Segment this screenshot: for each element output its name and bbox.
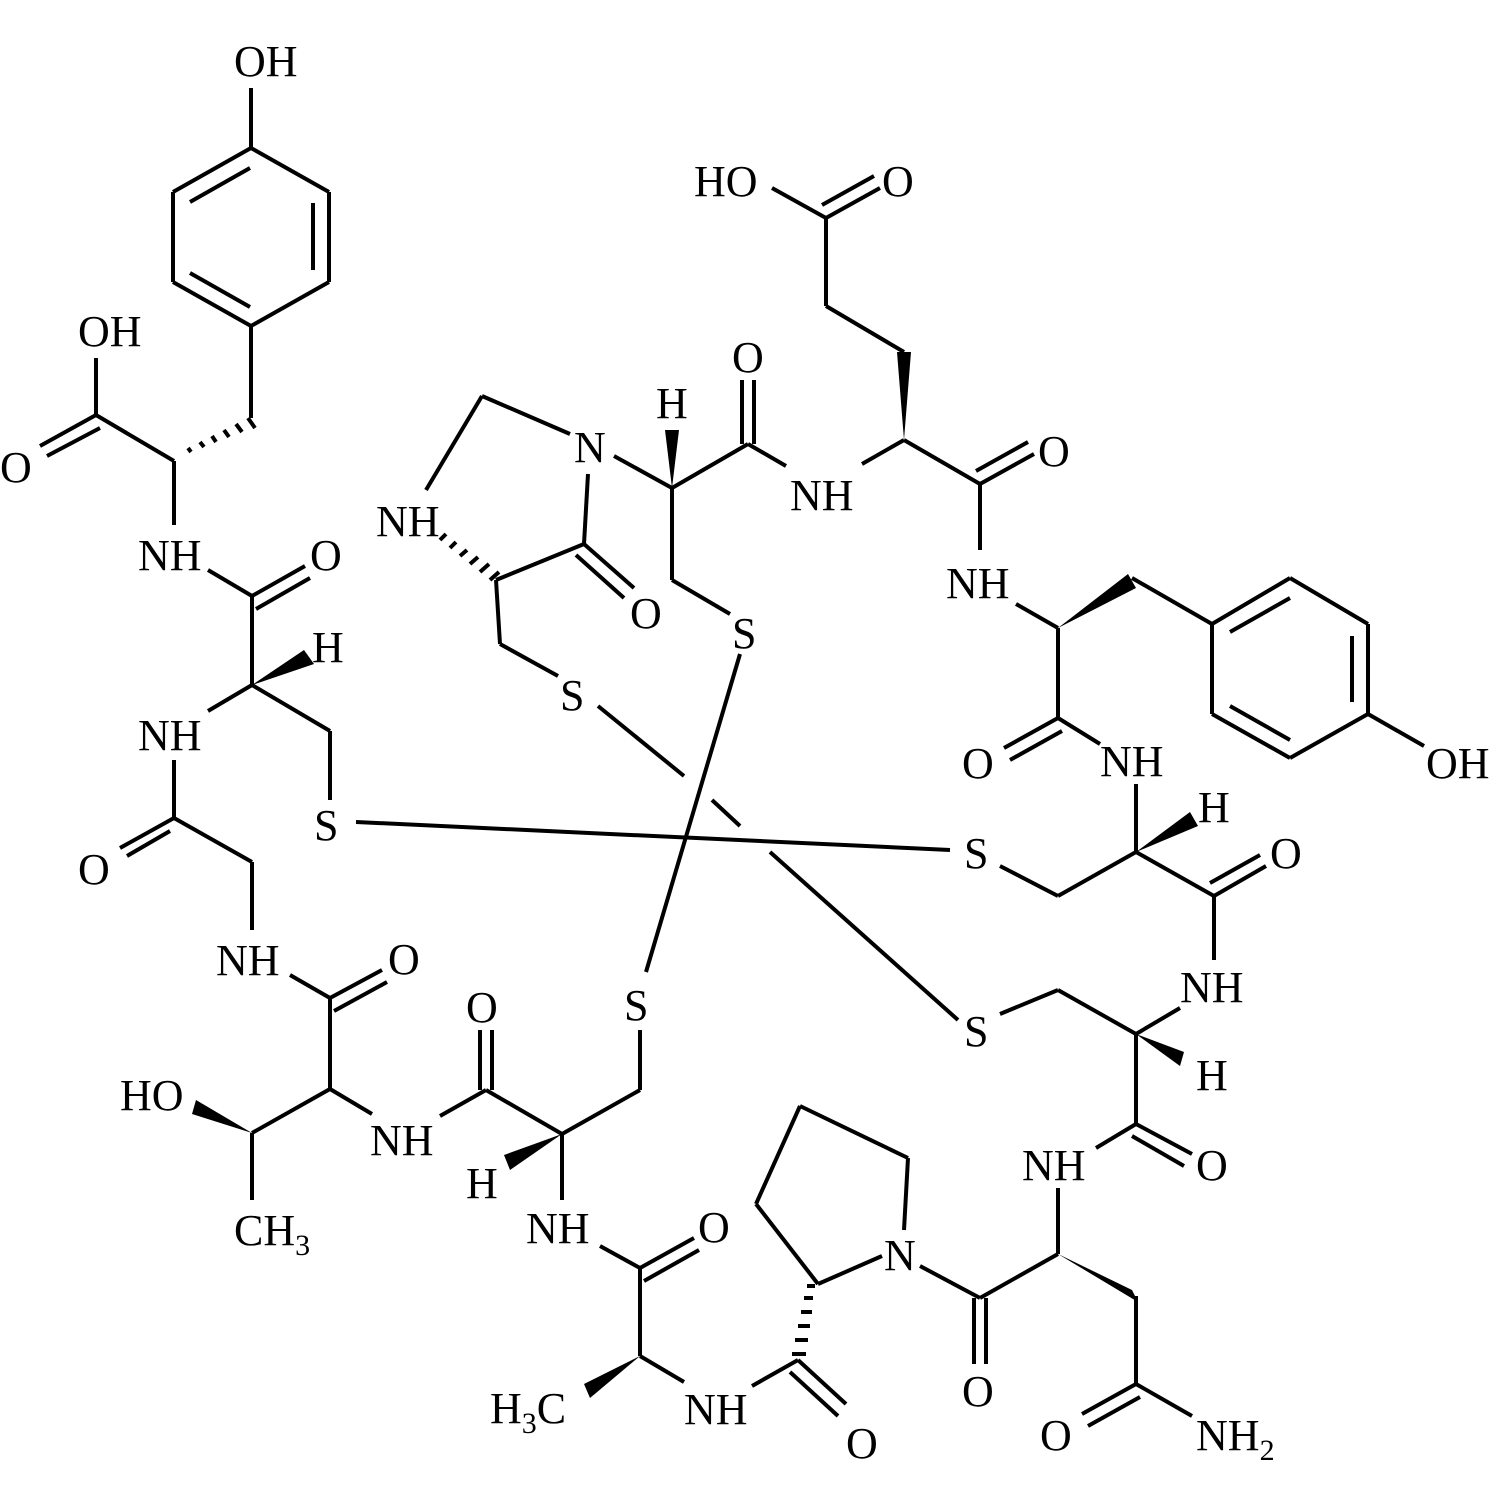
- label-o: O: [732, 333, 764, 382]
- wedge-bond: [1058, 1254, 1138, 1302]
- hash-bond: [186, 416, 257, 454]
- label-nh: NH: [526, 1204, 590, 1253]
- label-nh: NH: [1022, 1141, 1086, 1190]
- wedge-bond: [584, 1356, 640, 1398]
- label-o: O: [466, 983, 498, 1032]
- label-o: O: [1040, 1411, 1072, 1460]
- label-nh: NH: [370, 1116, 434, 1165]
- glutamate: NH HO O O: [670, 157, 982, 520]
- left-backbone: NH O H S NH O NH O: [78, 531, 420, 1089]
- label-nh2: NH2: [1196, 1411, 1275, 1467]
- label-o: O: [1270, 829, 1302, 878]
- label-o: O: [388, 935, 420, 984]
- label-ho: HO: [694, 157, 758, 206]
- label-s: S: [964, 1007, 988, 1056]
- wedge-bond: [252, 650, 314, 685]
- label-o: O: [882, 157, 914, 206]
- label-h: H: [1198, 783, 1230, 832]
- wedge-bond: [1136, 812, 1198, 852]
- alanine-proline: H3C NH O N O: [490, 1104, 1059, 1468]
- label-s: S: [314, 801, 338, 850]
- label-o: O: [78, 845, 110, 894]
- label-o: O: [698, 1203, 730, 1252]
- hash-bond: [792, 1284, 815, 1356]
- label-oh: OH: [234, 37, 298, 86]
- label-nh: NH: [1100, 737, 1164, 786]
- label-h: H: [466, 1159, 498, 1208]
- label-nh: NH: [138, 531, 202, 580]
- label-o: O: [846, 1419, 878, 1468]
- wedge-bond: [192, 1100, 252, 1133]
- label-o: O: [630, 589, 662, 638]
- wedge-bond: [1136, 1034, 1184, 1066]
- label-s: S: [560, 671, 584, 720]
- label-s: S: [624, 981, 648, 1030]
- label-o: O: [310, 531, 342, 580]
- label-nh: NH: [138, 711, 202, 760]
- asparagine: NH O NH2 O H NH S: [964, 963, 1275, 1467]
- label-nh: NH: [946, 559, 1010, 608]
- label-h: H: [312, 623, 344, 672]
- wedge-bond: [1058, 574, 1136, 628]
- wedge-bond: [897, 352, 911, 440]
- label-s: S: [964, 829, 988, 878]
- label-ho: HO: [120, 1071, 184, 1120]
- label-nh: NH: [376, 497, 440, 546]
- label-nh: NH: [790, 471, 854, 520]
- label-n: N: [884, 1231, 916, 1280]
- disulfide-bonds: [355, 653, 960, 1022]
- label-o: O: [1196, 1141, 1228, 1190]
- central-ring: H N NH O S S: [376, 379, 756, 720]
- label-h: H: [1196, 1051, 1228, 1100]
- wedge-bond: [504, 1134, 562, 1170]
- hash-bond: [438, 532, 501, 582]
- threonine: HO CH3 NH O H S NH O: [120, 981, 730, 1283]
- label-s: S: [732, 609, 756, 658]
- label-o: O: [962, 1367, 994, 1416]
- right-cysteine: O H NH S: [964, 737, 1302, 960]
- tyrosine-2: O NH OH O: [946, 427, 1490, 788]
- label-o: O: [0, 443, 32, 492]
- label-h3c: H3C: [490, 1384, 566, 1440]
- label-o: O: [962, 739, 994, 788]
- label-n: N: [574, 423, 606, 472]
- label-oh: OH: [1426, 739, 1490, 788]
- tyrosine-1: OH OH O: [0, 37, 331, 525]
- label-h: H: [656, 379, 688, 428]
- wedge-bond: [665, 430, 679, 488]
- label-ch3: CH3: [234, 1206, 310, 1262]
- label-o: O: [1038, 427, 1070, 476]
- label-nh: NH: [216, 936, 280, 985]
- label-nh: NH: [1180, 963, 1244, 1012]
- label-nh: NH: [684, 1385, 748, 1434]
- label-oh: OH: [78, 307, 142, 356]
